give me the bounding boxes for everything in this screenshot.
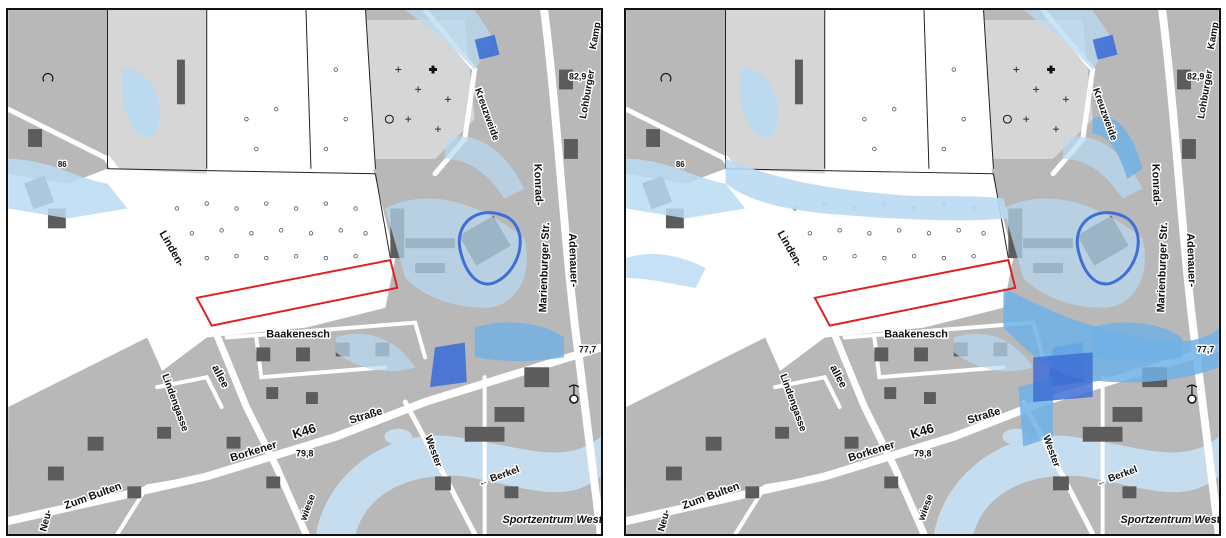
flood-area-west-extra — [626, 253, 706, 288]
orchard-symbols — [174, 67, 368, 261]
parcel-boundaries — [107, 10, 391, 259]
flood-basin-north — [1092, 34, 1118, 60]
road-lindenallee — [104, 155, 310, 534]
flood-area-west — [8, 158, 128, 219]
label-elev-right: 77,7 — [579, 344, 596, 354]
horseshoe-icon — [42, 72, 54, 82]
ring-icon — [384, 114, 394, 124]
tower-icon — [569, 394, 579, 404]
project-site-outline — [195, 258, 399, 327]
label-sportzentrum: Sportzentrum West — [1120, 514, 1219, 526]
parcel-boundaries — [725, 10, 1009, 259]
river-berkel — [933, 435, 1219, 534]
flood-basin-deep-extended — [1033, 352, 1093, 403]
label-elev-k46: 79,8 — [296, 449, 313, 459]
flood-area-center — [1003, 198, 1145, 308]
flood-area-baakenesch — [335, 333, 416, 372]
label-sportzentrum: Sportzentrum West — [502, 514, 601, 526]
cemetery-symbols — [395, 66, 451, 133]
map-panel-right: Linden- allee Baakenesch Lindengasse Bor… — [624, 8, 1221, 536]
chapel-icon — [1047, 65, 1055, 74]
label-marienburger: Marienburger Str. — [1155, 222, 1170, 313]
label-baakenesch: Baakenesch — [266, 329, 330, 341]
antenna-icon — [568, 384, 580, 396]
flood-area-north — [405, 10, 495, 70]
flood-area-baakenesch — [953, 333, 1034, 372]
flood-area-north — [1023, 10, 1113, 70]
flood-area-kreuzweide — [1062, 136, 1143, 199]
river-berkel — [315, 435, 601, 534]
flood-water-layer — [626, 10, 1219, 447]
label-elev-k46: 79,8 — [914, 449, 931, 459]
label-baakenesch: Baakenesch — [884, 329, 948, 341]
pond-outline — [457, 211, 522, 286]
project-site-outline — [813, 258, 1017, 327]
label-elev-left: 86 — [676, 160, 685, 169]
road-konrad-adenauer — [540, 10, 601, 534]
label-elev-right: 77,7 — [1197, 344, 1214, 354]
antenna-icon — [1186, 384, 1198, 396]
ring-icon — [1002, 114, 1012, 124]
open-fields — [8, 10, 391, 388]
road-baakenesch — [224, 320, 428, 360]
label-marienburger: Marienburger Str. — [537, 222, 552, 313]
river-island — [384, 428, 413, 445]
flood-stream-kreuzweide — [1092, 116, 1143, 179]
tower-icon — [1187, 394, 1197, 404]
horseshoe-icon — [660, 72, 672, 82]
label-adenauer: Adenauer- — [566, 233, 580, 288]
flood-map: Linden- allee Baakenesch Lindengasse Bor… — [8, 10, 601, 534]
label-adenauer: Adenauer- — [1184, 233, 1198, 288]
flood-area-center — [385, 198, 527, 308]
label-elev-top: 82,9 — [569, 71, 586, 81]
chapel-icon — [429, 65, 437, 74]
map-panel-left: Linden- allee Baakenesch Lindengasse Bor… — [6, 8, 603, 536]
flood-area-northwest — [122, 69, 160, 138]
label-elev-left: 86 — [58, 160, 67, 169]
label-elev-top: 82,9 — [1187, 71, 1204, 81]
road-konrad-adenauer — [1158, 10, 1219, 534]
cemetery-symbols — [1013, 66, 1069, 133]
flood-map: Linden- allee Baakenesch Lindengasse Bor… — [626, 10, 1219, 534]
pond-outline — [1075, 211, 1140, 286]
flood-area-east — [474, 322, 565, 362]
flood-water-layer — [8, 10, 565, 388]
label-konrad: Konrad- — [1149, 164, 1162, 207]
flood-basin-deep — [430, 342, 467, 388]
flood-area-orchard — [725, 158, 1009, 221]
flood-area-kreuzweide — [444, 136, 525, 199]
label-konrad: Konrad- — [531, 164, 544, 207]
flood-area-northwest — [740, 69, 778, 138]
flood-area-west — [626, 158, 746, 219]
flood-basin-north — [474, 34, 500, 60]
road-lindenallee — [722, 155, 928, 534]
